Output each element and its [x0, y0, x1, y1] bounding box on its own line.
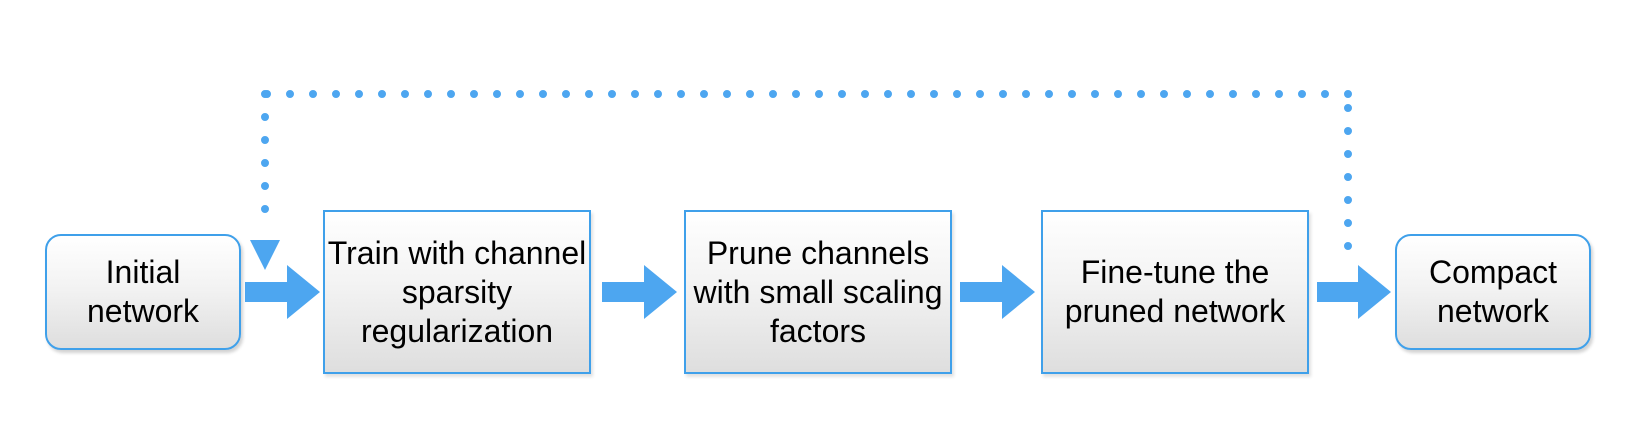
arrow-initial-to-train — [245, 265, 320, 319]
finetune-label: Fine-tune the pruned network — [1064, 254, 1286, 329]
iterative-loop-connector — [250, 90, 1352, 270]
compact-network-node: Compact network — [1395, 234, 1591, 350]
prune-channels-node: Prune channels with small scaling factor… — [684, 210, 952, 374]
arrow-finetune-to-compact — [1317, 265, 1391, 319]
initial-network-node: Initial network — [45, 234, 241, 350]
compact-network-label: Compact network — [1428, 254, 1558, 329]
finetune-node: Fine-tune the pruned network — [1041, 210, 1309, 374]
prune-channels-label: Prune channels with small scaling factor… — [693, 234, 943, 349]
arrow-train-to-prune — [602, 265, 677, 319]
train-sparsity-label: Train with channel sparsity regularizati… — [327, 234, 587, 349]
initial-network-label: Initial network — [86, 254, 200, 329]
arrow-prune-to-finetune — [960, 265, 1035, 319]
loop-arrowhead — [250, 240, 280, 270]
train-sparsity-node: Train with channel sparsity regularizati… — [323, 210, 591, 374]
